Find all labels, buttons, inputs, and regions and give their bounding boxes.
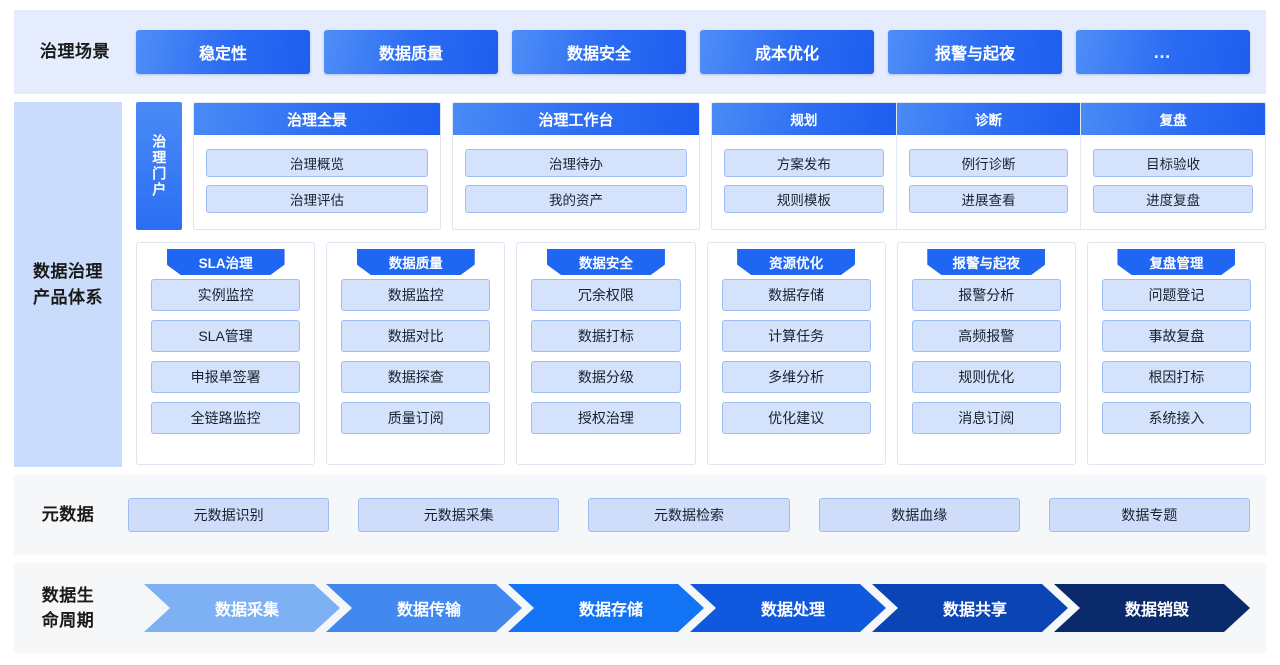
stage-item-goal-acceptance[interactable]: 目标验收: [1093, 149, 1254, 177]
metadata-item-lineage[interactable]: 数据血缘: [818, 498, 1020, 532]
portal-vertical-tab[interactable]: 治理门户: [136, 102, 182, 230]
metadata-item-topics[interactable]: 数据专题: [1048, 498, 1251, 532]
lifecycle-stage-transmission[interactable]: 数据传输: [326, 584, 522, 632]
module-review-management-item-root-cause-tagging[interactable]: 根因打标: [1101, 361, 1252, 393]
module-data-security-item-data-tagging[interactable]: 数据打标: [531, 320, 681, 352]
scenario-button-data-security[interactable]: 数据安全: [512, 30, 686, 74]
stage-column-diagnosis: 诊断 例行诊断 进展查看: [896, 103, 1082, 229]
module-alerting-ribbon-title: 报警与起夜: [927, 249, 1046, 275]
portal-card-overview-items: 治理概览 治理评估: [194, 135, 440, 229]
metadata-section: 元数据 元数据识别 元数据采集 元数据检索 数据血缘 数据专题: [14, 475, 1266, 555]
metadata-label: 元数据: [41, 505, 95, 525]
portal-card-workbench: 治理工作台 治理待办 我的资产: [452, 102, 700, 230]
module-card-data-security: 数据安全 冗余权限 数据打标 数据分级 授权治理: [516, 242, 696, 465]
scenario-button-cost-optimization[interactable]: 成本优化: [700, 30, 874, 74]
product-system-body: 治理门户 治理全景 治理概览 治理评估 治理工作台 治理待办 我的资产: [122, 102, 1267, 467]
module-data-quality-item-data-exploration[interactable]: 数据探查: [341, 361, 491, 393]
module-review-management-item-incident-review[interactable]: 事故复盘: [1101, 320, 1252, 352]
module-review-management-item-issue-registration[interactable]: 问题登记: [1101, 279, 1252, 311]
data-lifecycle-list: 数据采集 数据传输 数据存储 数据处理 数据共享 数据销毁: [122, 584, 1266, 632]
stage-item-rule-template[interactable]: 规则模板: [724, 185, 884, 213]
stage-card-group: 规划 方案发布 规则模板 诊断 例行诊断 进展查看: [711, 102, 1266, 230]
lifecycle-stage-collection[interactable]: 数据采集: [144, 584, 340, 632]
module-sla-item-instance-monitoring[interactable]: 实例监控: [151, 279, 301, 311]
governance-scenarios-section: 治理场景 稳定性 数据质量 数据安全 成本优化 报警与起夜 …: [14, 10, 1266, 94]
module-sla-item-declaration-signing[interactable]: 申报单签署: [151, 361, 301, 393]
lifecycle-stage-sharing[interactable]: 数据共享: [872, 584, 1068, 632]
module-alerting-item-alert-analysis[interactable]: 报警分析: [911, 279, 1061, 311]
data-lifecycle-label: 数据生 命周期: [41, 585, 95, 631]
module-review-management-item-system-integration[interactable]: 系统接入: [1101, 402, 1252, 434]
module-review-management-ribbon-title: 复盘管理: [1117, 249, 1236, 275]
portal-item-governance-todo[interactable]: 治理待办: [465, 149, 687, 177]
portal-item-my-assets[interactable]: 我的资产: [465, 185, 687, 213]
portal-card-overview-title: 治理全景: [194, 103, 440, 135]
module-resource-optimization-item-data-storage[interactable]: 数据存储: [721, 279, 871, 311]
metadata-item-retrieval[interactable]: 元数据检索: [588, 498, 790, 532]
module-resource-optimization-item-compute-tasks[interactable]: 计算任务: [721, 320, 871, 352]
stage-item-routine-diagnosis[interactable]: 例行诊断: [908, 149, 1069, 177]
module-sla-ribbon-title: SLA治理: [166, 249, 285, 275]
module-data-security-item-authorization-governance[interactable]: 授权治理: [531, 402, 681, 434]
module-data-security-item-redundant-permissions[interactable]: 冗余权限: [531, 279, 681, 311]
metadata-item-collection[interactable]: 元数据采集: [358, 498, 560, 532]
metadata-item-identification[interactable]: 元数据识别: [128, 498, 330, 532]
portal-item-governance-assessment[interactable]: 治理评估: [206, 185, 428, 213]
stage-diagnosis-title: 诊断: [896, 103, 1081, 135]
stage-planning-title: 规划: [712, 103, 896, 135]
module-card-review-management: 复盘管理 问题登记 事故复盘 根因打标 系统接入: [1086, 242, 1267, 465]
module-card-alerting: 报警与起夜 报警分析 高频报警 规则优化 消息订阅: [896, 242, 1076, 465]
module-alerting-item-message-subscription[interactable]: 消息订阅: [911, 402, 1061, 434]
stage-review-items: 目标验收 进度复盘: [1081, 135, 1265, 229]
lifecycle-stage-storage[interactable]: 数据存储: [508, 584, 704, 632]
module-sla-item-full-link-monitoring[interactable]: 全链路监控: [151, 402, 301, 434]
module-alerting-item-high-frequency-alerts[interactable]: 高频报警: [911, 320, 1061, 352]
product-system-label-panel: 数据治理 产品体系: [14, 102, 122, 467]
stage-column-review: 复盘 目标验收 进度复盘: [1081, 103, 1265, 229]
module-data-quality-ribbon-title: 数据质量: [356, 249, 475, 275]
module-resource-optimization-item-multidimensional-analysis[interactable]: 多维分析: [721, 361, 871, 393]
module-data-quality-item-quality-subscription[interactable]: 质量订阅: [341, 402, 491, 434]
module-sla-item-sla-management[interactable]: SLA管理: [151, 320, 301, 352]
stage-diagnosis-items: 例行诊断 进展查看: [897, 135, 1081, 229]
metadata-list: 元数据识别 元数据采集 元数据检索 数据血缘 数据专题: [122, 498, 1266, 532]
stage-item-plan-release[interactable]: 方案发布: [724, 149, 884, 177]
lifecycle-stage-processing[interactable]: 数据处理: [690, 584, 886, 632]
stage-column-planning: 规划 方案发布 规则模板: [712, 103, 897, 229]
stage-item-progress-review[interactable]: 进度复盘: [1093, 185, 1254, 213]
portal-card-workbench-items: 治理待办 我的资产: [453, 135, 699, 229]
governance-scenarios-label: 治理场景: [40, 42, 110, 62]
stage-planning-items: 方案发布 规则模板: [712, 135, 896, 229]
product-system-label: 数据治理 产品体系: [33, 262, 103, 307]
module-alerting-item-rule-optimization[interactable]: 规则优化: [911, 361, 1061, 393]
module-resource-optimization-item-optimization-advice[interactable]: 优化建议: [721, 402, 871, 434]
module-card-data-quality: 数据质量 数据监控 数据对比 数据探查 质量订阅: [326, 242, 506, 465]
module-card-resource-optimization: 资源优化 数据存储 计算任务 多维分析 优化建议: [706, 242, 886, 465]
stage-item-progress-view[interactable]: 进展查看: [908, 185, 1069, 213]
scenario-button-data-quality[interactable]: 数据质量: [324, 30, 498, 74]
portal-row: 治理门户 治理全景 治理概览 治理评估 治理工作台 治理待办 我的资产: [136, 102, 1266, 230]
product-system-section: 数据治理 产品体系 治理门户 治理全景 治理概览 治理评估 治理工作台: [14, 102, 1267, 467]
governance-scenarios-list: 稳定性 数据质量 数据安全 成本优化 报警与起夜 …: [136, 30, 1266, 74]
scenario-button-more[interactable]: …: [1076, 30, 1250, 74]
portal-card-overview: 治理全景 治理概览 治理评估: [193, 102, 441, 230]
module-data-security-item-data-grading[interactable]: 数据分级: [531, 361, 681, 393]
scenario-button-stability[interactable]: 稳定性: [136, 30, 310, 74]
scenario-button-alerting[interactable]: 报警与起夜: [888, 30, 1062, 74]
module-resource-optimization-ribbon-title: 资源优化: [737, 249, 856, 275]
module-card-sla: SLA治理 实例监控 SLA管理 申报单签署 全链路监控: [136, 242, 316, 465]
module-data-security-ribbon-title: 数据安全: [546, 249, 665, 275]
stage-review-title: 复盘: [1081, 103, 1265, 135]
portal-item-governance-overview[interactable]: 治理概览: [206, 149, 428, 177]
portal-card-workbench-title: 治理工作台: [453, 103, 699, 135]
lifecycle-stage-destruction[interactable]: 数据销毁: [1054, 584, 1250, 632]
module-row: SLA治理 实例监控 SLA管理 申报单签署 全链路监控 数据质量 数据监控 数…: [136, 230, 1267, 467]
module-data-quality-item-data-monitoring[interactable]: 数据监控: [341, 279, 491, 311]
data-lifecycle-section: 数据生 命周期 数据采集 数据传输 数据存储 数据处理 数据共享 数据销毁: [14, 563, 1266, 653]
module-data-quality-item-data-comparison[interactable]: 数据对比: [341, 320, 491, 352]
portal-vertical-tab-label: 治理门户: [151, 134, 168, 198]
